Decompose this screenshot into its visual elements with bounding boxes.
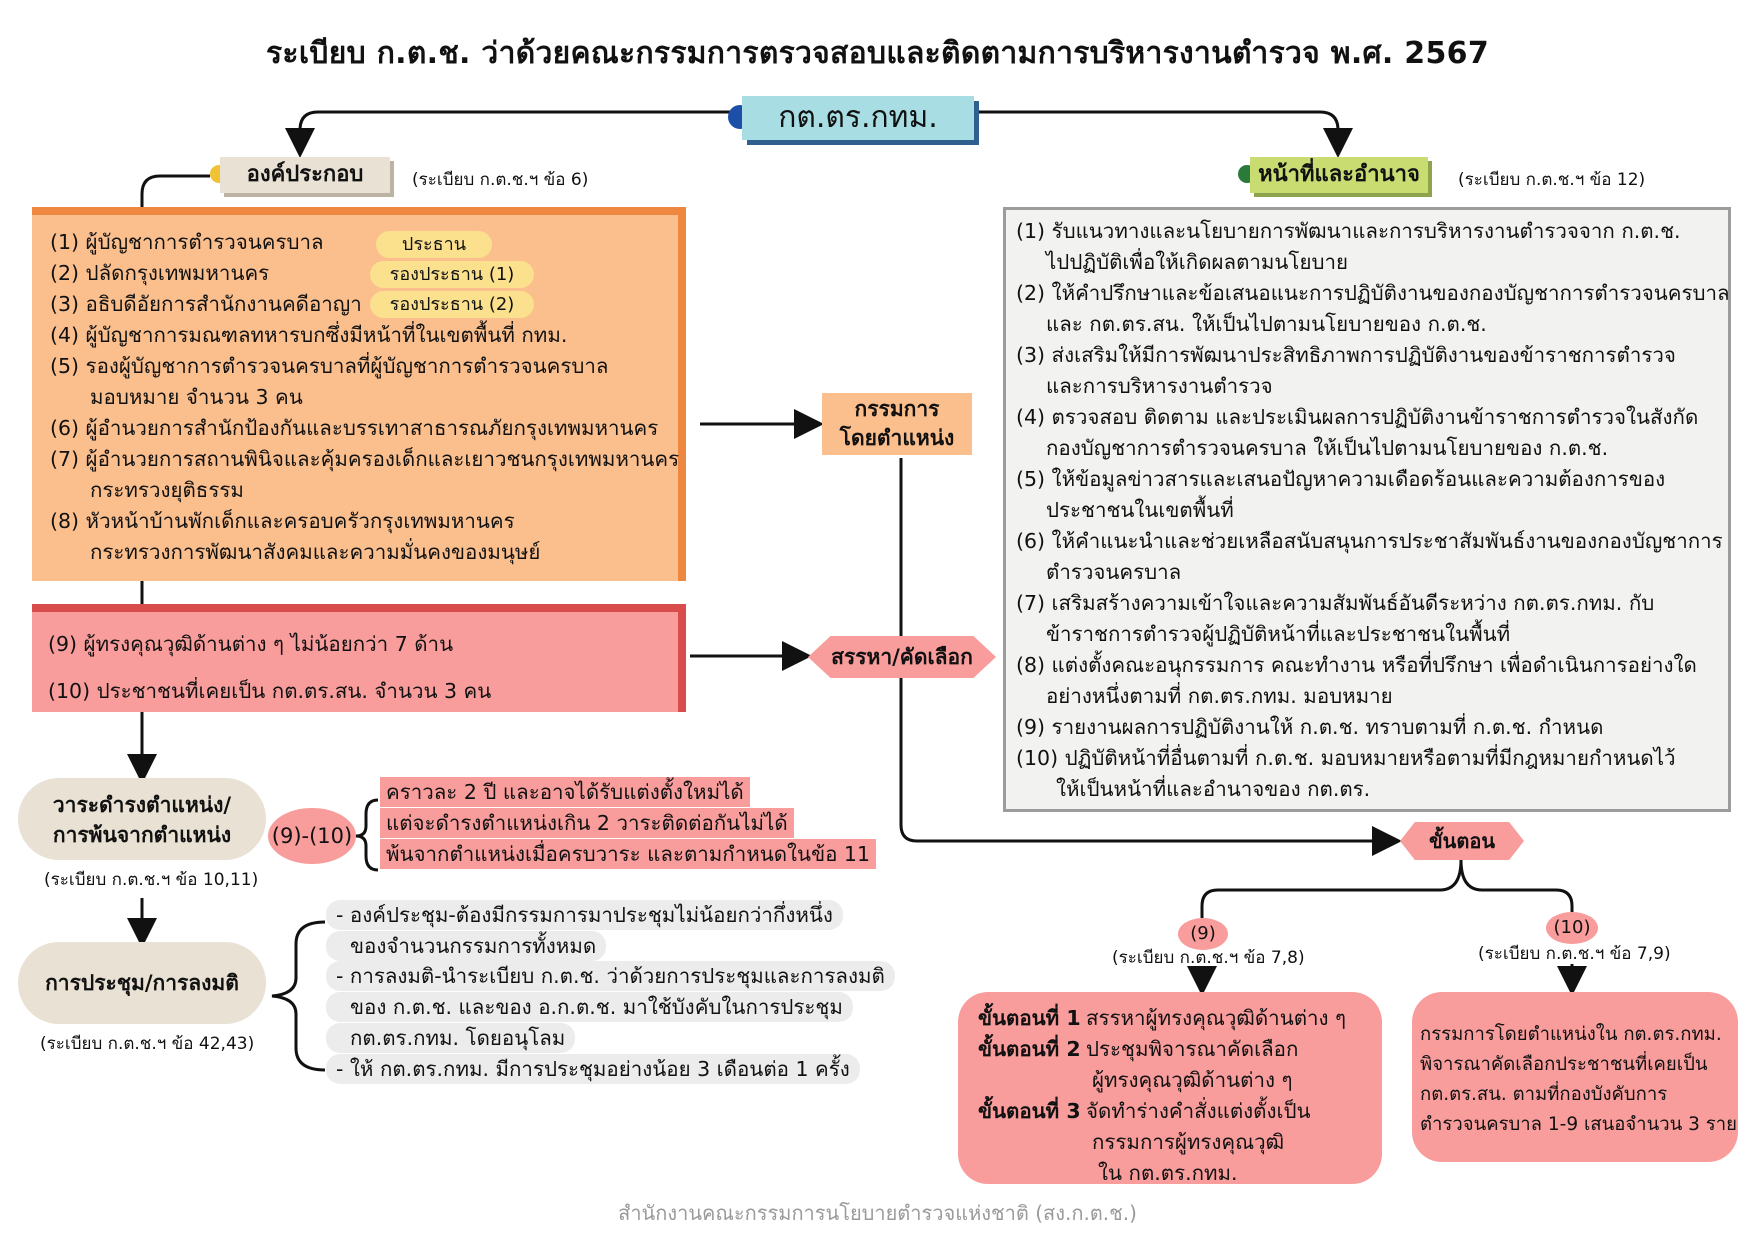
- duty-item: (4) ตรวจสอบ ติดตาม และประเมินผลการปฏิบัต…: [1016, 405, 1699, 429]
- term-line: พ้นจากตำแหน่งเมื่อครบวาระ และตามกำหนดในข…: [380, 839, 877, 869]
- duty-item: (5) ให้ข้อมูลข่าวสารและเสนอปัญหาความเดือ…: [1016, 467, 1666, 491]
- duty-item-cont: กองบัญชาการตำรวจนครบาล ให้เป็นไปตามนโยบา…: [1046, 436, 1609, 460]
- steps-9-box: ขั้นตอนที่ 1 สรรหาผู้ทรงคุณวุฒิด้านต่าง …: [958, 992, 1382, 1185]
- meeting-line: ของจำนวนกรรมการทั้งหมด: [326, 931, 607, 961]
- term-line: คราวละ 2 ปี และอาจได้รับแต่งตั้งใหม่ได้: [380, 777, 750, 807]
- duty-item: (6) ให้คำแนะนำและช่วยเหลือสนับสนุนการประ…: [1016, 529, 1723, 553]
- member-item: (6) ผู้อำนวยการสำนักป้องกันและบรรเทาสาธา…: [50, 416, 659, 440]
- member-item: (5) รองผู้บัญชาการตำรวจนครบาลที่ผู้บัญชา…: [50, 354, 609, 378]
- member-item: (3) อธิบดีอัยการสำนักงานคดีอาญา: [50, 292, 362, 316]
- member-item-9: (9) ผู้ทรงคุณวุฒิด้านต่าง ๆ ไม่น้อยกว่า …: [48, 632, 454, 656]
- branch-9-ref: (ระเบียบ ก.ต.ช.ฯ ข้อ 7,8): [1112, 948, 1305, 968]
- member-item: (7) ผู้อำนวยการสถานพินิจและคุ้มครองเด็กแ…: [50, 447, 680, 471]
- ex-officio-node: กรรมการ โดยตำแหน่ง: [822, 393, 972, 455]
- member-item: (1) ผู้บัญชาการตำรวจนครบาล: [50, 230, 324, 254]
- duty-item-cont: และการบริหารงานตำรวจ: [1046, 374, 1273, 398]
- ex-officio-members-box: (1) ผู้บัญชาการตำรวจนครบาล (2) ปลัดกรุงเ…: [32, 207, 686, 581]
- step-3-text: จัดทำร่างคำสั่งแต่งตั้งเป็น: [1086, 1099, 1311, 1123]
- branch-9-badge: (9): [1178, 918, 1228, 950]
- member-item: (8) หัวหน้าบ้านพักเด็กและครอบครัวกรุงเทพ…: [50, 509, 515, 533]
- duty-item-cont: ไปปฏิบัติเพื่อให้เกิดผลตามนโยบาย: [1046, 250, 1348, 274]
- role-vice-chairman-2: รองประธาน (2): [370, 291, 534, 318]
- member-item: (4) ผู้บัญชาการมณฑลทหารบกซึ่งมีหน้าที่ใน…: [50, 323, 568, 347]
- term-ref: (ระเบียบ ก.ต.ช.ฯ ข้อ 10,11): [44, 870, 259, 890]
- duty-item-cont: ตำรวจนครบาล: [1046, 560, 1182, 584]
- meeting-ref: (ระเบียบ ก.ต.ช.ฯ ข้อ 42,43): [40, 1034, 255, 1054]
- term-node: วาระดำรงตำแหน่ง/ การพ้นจากตำแหน่ง: [18, 778, 266, 860]
- steps-10-line: กต.ตร.สน. ตามที่กองบังคับการ: [1420, 1084, 1668, 1105]
- steps-10-line: กรรมการโดยตำแหน่งใน กต.ตร.กทม.: [1420, 1024, 1722, 1045]
- composition-ref: (ระเบียบ ก.ต.ช.ฯ ข้อ 6): [412, 170, 589, 190]
- member-item: (2) ปลัดกรุงเทพมหานคร: [50, 261, 270, 285]
- duties-ref: (ระเบียบ ก.ต.ช.ฯ ข้อ 12): [1458, 170, 1646, 190]
- meeting-line: - องค์ประชุม-ต้องมีกรรมการมาประชุมไม่น้อ…: [326, 900, 843, 930]
- duty-item: (1) รับแนวทางและนโยบายการพัฒนาและการบริห…: [1016, 219, 1681, 243]
- branch-10-ref: (ระเบียบ ก.ต.ช.ฯ ข้อ 7,9): [1478, 944, 1671, 964]
- step-1-text: สรรหาผู้ทรงคุณวุฒิด้านต่าง ๆ: [1086, 1006, 1347, 1030]
- composition-label: องค์ประกอบ: [220, 157, 390, 193]
- duty-item: (2) ให้คำปรึกษาและข้อเสนอแนะการปฏิบัติงา…: [1016, 281, 1730, 305]
- duty-item-cont: ให้เป็นหน้าที่และอำนาจของ กต.ตร.: [1056, 777, 1371, 801]
- term-label-1: วาระดำรงตำแหน่ง/: [52, 793, 232, 817]
- duty-item-cont: อย่างหนึ่งตามที่ กต.ตร.กทม. มอบหมาย: [1046, 684, 1393, 708]
- step-1-head: ขั้นตอนที่ 1: [978, 1006, 1081, 1030]
- duty-item: (9) รายงานผลการปฏิบัติงานให้ ก.ต.ช. ทราบ…: [1016, 715, 1604, 739]
- steps-10-box: กรรมการโดยตำแหน่งใน กต.ตร.กทม. พิจารณาคั…: [1412, 992, 1738, 1162]
- duties-box: (1) รับแนวทางและนโยบายการพัฒนาและการบริห…: [1003, 207, 1731, 812]
- step-3-text-cont: ใน กต.ตร.กทม.: [1098, 1161, 1238, 1185]
- recruit-selection-node: สรรหา/คัดเลือก: [808, 636, 996, 678]
- duty-item-cont: ประชาชนในเขตพื้นที่: [1046, 498, 1234, 522]
- step-2-text: ประชุมพิจารณาคัดเลือก: [1086, 1037, 1299, 1061]
- member-item-cont: กระทรวงยุติธรรม: [90, 478, 244, 502]
- selected-members-box: (9) ผู้ทรงคุณวุฒิด้านต่าง ๆ ไม่น้อยกว่า …: [32, 604, 686, 712]
- meeting-line: - การลงมติ-นำระเบียบ ก.ต.ช. ว่าด้วยการปร…: [326, 961, 895, 991]
- role-vice-chairman-1: รองประธาน (1): [370, 261, 534, 288]
- duty-item-cont: ข้าราชการตำรวจผู้ปฏิบัติหน้าที่และประชาช…: [1046, 622, 1511, 646]
- step-3-head: ขั้นตอนที่ 3: [978, 1099, 1081, 1123]
- duty-item-cont: และ กต.ตร.สน. ให้เป็นไปตามนโยบายของ ก.ต.…: [1046, 312, 1487, 336]
- duty-item: (8) แต่งตั้งคณะอนุกรรมการ คณะทำงาน หรือท…: [1016, 653, 1697, 677]
- term-badge: (9)-(10): [268, 808, 356, 864]
- duty-item: (3) ส่งเสริมให้มีการพัฒนาประสิทธิภาพการป…: [1016, 343, 1676, 367]
- meeting-line: กต.ตร.กทม. โดยอนุโลม: [326, 1023, 576, 1053]
- role-chairman: ประธาน: [376, 231, 492, 258]
- branch-10-badge: (10): [1546, 912, 1598, 944]
- member-item-cont: มอบหมาย จำนวน 3 คน: [90, 385, 303, 409]
- step-3-text-cont: กรรมการผู้ทรงคุณวุฒิ: [1092, 1130, 1285, 1154]
- term-line: แต่จะดำรงตำแหน่งเกิน 2 วาระติดต่อกันไม่ไ…: [380, 808, 794, 838]
- step-2-text-cont: ผู้ทรงคุณวุฒิด้านต่าง ๆ: [1092, 1068, 1293, 1092]
- meeting-line: ของ ก.ต.ช. และของ อ.ก.ต.ช. มาใช้บังคับใน…: [326, 992, 853, 1022]
- steps-node: ขั้นตอน: [1400, 822, 1524, 860]
- footer: สำนักงานคณะกรรมการนโยบายตำรวจแห่งชาติ (ส…: [618, 1201, 1137, 1225]
- steps-10-line: พิจารณาคัดเลือกประชาชนที่เคยเป็น: [1420, 1054, 1708, 1075]
- term-label-2: การพ้นจากตำแหน่ง: [52, 823, 232, 847]
- duty-item: (10) ปฏิบัติหน้าที่อื่นตามที่ ก.ต.ช. มอบ…: [1016, 746, 1676, 770]
- member-item-10: (10) ประชาชนที่เคยเป็น กต.ตร.สน. จำนวน 3…: [48, 679, 492, 703]
- duty-item: (7) เสริมสร้างความเข้าใจและความสัมพันธ์อ…: [1016, 591, 1655, 615]
- steps-10-line: ตำรวจนครบาล 1-9 เสนอจำนวน 3 ราย: [1420, 1114, 1737, 1135]
- step-2-head: ขั้นตอนที่ 2: [978, 1037, 1081, 1061]
- meeting-node: การประชุม/การลงมติ: [18, 942, 266, 1024]
- member-item-cont: กระทรวงการพัฒนาสังคมและความมั่นคงของมนุษ…: [90, 540, 541, 564]
- meeting-line: - ให้ กต.ตร.กทม. มีการประชุมอย่างน้อย 3 …: [326, 1054, 860, 1084]
- root-node: กต.ตร.กทม.: [742, 96, 974, 140]
- page-title: ระเบียบ ก.ต.ช. ว่าด้วยคณะกรรมการตรวจสอบแ…: [266, 36, 1489, 71]
- duties-label: หน้าที่และอำนาจ: [1250, 157, 1428, 193]
